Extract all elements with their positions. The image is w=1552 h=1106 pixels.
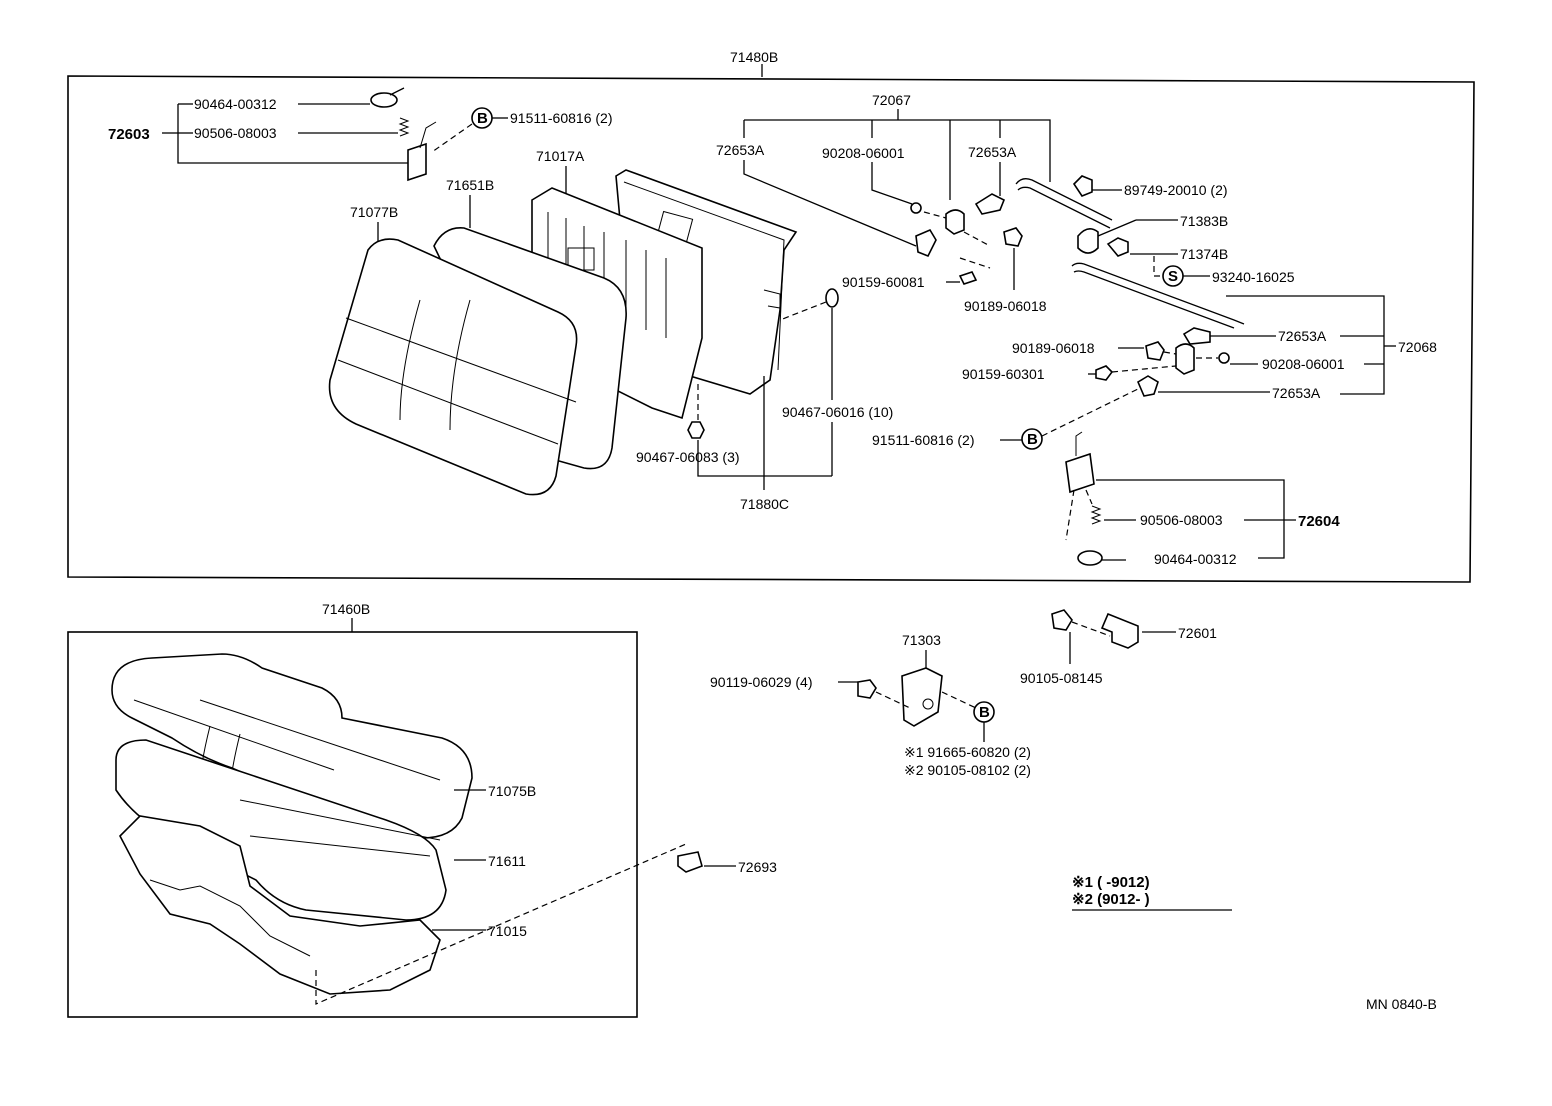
bushing-90189-a-icon (1003, 227, 1023, 247)
bolt-90159-60301-icon (1095, 365, 1114, 381)
clip-89749-icon (1072, 175, 1093, 197)
bracket-72603 (177, 104, 420, 164)
label-91511-60816-a: 91511-60816 (2) (510, 110, 612, 126)
knob-71374B-icon (1106, 237, 1129, 257)
label-72693: 72693 (738, 859, 777, 875)
label-71015: 71015 (488, 923, 527, 939)
label-72068: 72068 (1398, 339, 1437, 355)
svg-text:B: B (477, 110, 488, 127)
label-71303: 71303 (902, 632, 941, 648)
label-89749-20010: 89749-20010 (2) (1124, 182, 1228, 198)
lock-plate-72603-icon (407, 142, 427, 182)
spring-90506-icon (398, 117, 410, 137)
bolt-90159-60081-icon (958, 271, 978, 285)
label-72653A-4: 72653A (1272, 385, 1321, 401)
label-90159-60301: 90159-60301 (962, 366, 1045, 382)
label-71075B: 71075B (488, 783, 536, 799)
rod-upper-icon (1015, 178, 1113, 221)
label-90105-08145: 90105-08145 (1020, 670, 1103, 686)
label-72603: 72603 (108, 126, 150, 143)
label-71480B: 71480B (730, 49, 778, 65)
label-90189-06018-a: 90189-06018 (964, 298, 1047, 314)
clip-90467-06083-icon (687, 421, 705, 439)
cushion-71075B-icon (111, 653, 473, 839)
diagram-code: MN 0840-B (1366, 996, 1437, 1012)
label-90119-06029: 90119-06029 (4) (710, 674, 812, 690)
bolt-90467-06016-icon (825, 288, 839, 308)
seatback-71077B-icon (328, 238, 578, 496)
spring-90506-b-icon (1090, 505, 1102, 525)
bracket-72653A-2-icon (974, 193, 1006, 215)
rod-lower-icon (1071, 262, 1245, 325)
label-71017A: 71017A (536, 148, 585, 164)
bolt-90105-08145-icon (1051, 609, 1073, 631)
lock-plate-72604-icon (1065, 452, 1095, 494)
label-72601: 72601 (1178, 625, 1217, 641)
bracket-72601-icon (1100, 612, 1139, 649)
label-91511-60816-b: 91511-60816 (2) (872, 432, 974, 448)
label-72604: 72604 (1298, 513, 1340, 530)
label-72067: 72067 (872, 92, 911, 108)
hinge-71303-icon (901, 667, 943, 727)
nut-90208-a-icon (910, 202, 922, 214)
label-90464-00312-a: 90464-00312 (194, 96, 277, 112)
clip-72693-icon (677, 851, 703, 873)
label-90105-08102: ※2 90105-08102 (2) (904, 762, 1031, 778)
label-71460B: 71460B (322, 601, 370, 617)
label-71374B: 71374B (1180, 246, 1228, 262)
hinge-72067-icon (945, 209, 965, 235)
label-90506-08003-a: 90506-08003 (194, 125, 277, 141)
label-90208-06001-b: 90208-06001 (1262, 356, 1345, 372)
seatback-frame (67, 75, 1475, 583)
bolt-90119-icon (857, 679, 877, 699)
svg-text:B: B (979, 704, 990, 721)
label-90189-06018-b: 90189-06018 (1012, 340, 1095, 356)
bracket-72653A-1-icon (915, 228, 937, 258)
note-1: ※1 ( -9012) (1072, 874, 1150, 891)
label-71880C: 71880C (740, 496, 789, 512)
hinge-72068-icon (1175, 343, 1195, 375)
label-72653A-1: 72653A (716, 142, 765, 158)
bracket-72653A-4-icon (1136, 375, 1159, 397)
bracket-72653A-3-icon (1182, 327, 1211, 345)
nut-90208-b-icon (1218, 352, 1230, 364)
svg-text:B: B (1027, 431, 1038, 448)
circle-b-marker-2 (1021, 428, 1043, 450)
label-90464-00312-b: 90464-00312 (1154, 551, 1237, 567)
label-90208-06001-a: 90208-06001 (822, 145, 905, 161)
label-91665-60820: ※1 91665-60820 (2) (904, 744, 1031, 760)
label-93240-16025: 93240-16025 (1212, 269, 1295, 285)
label-72653A-2: 72653A (968, 144, 1017, 160)
clip-90464-b-icon (1077, 550, 1103, 566)
bushing-90189-b-icon (1145, 341, 1165, 361)
label-71383B: 71383B (1180, 213, 1228, 229)
svg-text:S: S (1168, 268, 1178, 285)
cushion-base-71015-icon (119, 815, 441, 995)
label-72653A-3: 72653A (1278, 328, 1327, 344)
note-2: ※2 (9012- ) (1072, 891, 1150, 908)
clip-90464-icon (370, 92, 398, 108)
label-90159-60081: 90159-60081 (842, 274, 925, 290)
knob-71383B-icon (1077, 228, 1099, 254)
label-90467-06016: 90467-06016 (10) (782, 404, 893, 420)
label-71611: 71611 (488, 853, 526, 869)
label-71077B: 71077B (350, 204, 398, 220)
label-90506-08003-b: 90506-08003 (1140, 512, 1223, 528)
label-71651B: 71651B (446, 177, 494, 193)
label-90467-06083: 90467-06083 (3) (636, 449, 740, 465)
